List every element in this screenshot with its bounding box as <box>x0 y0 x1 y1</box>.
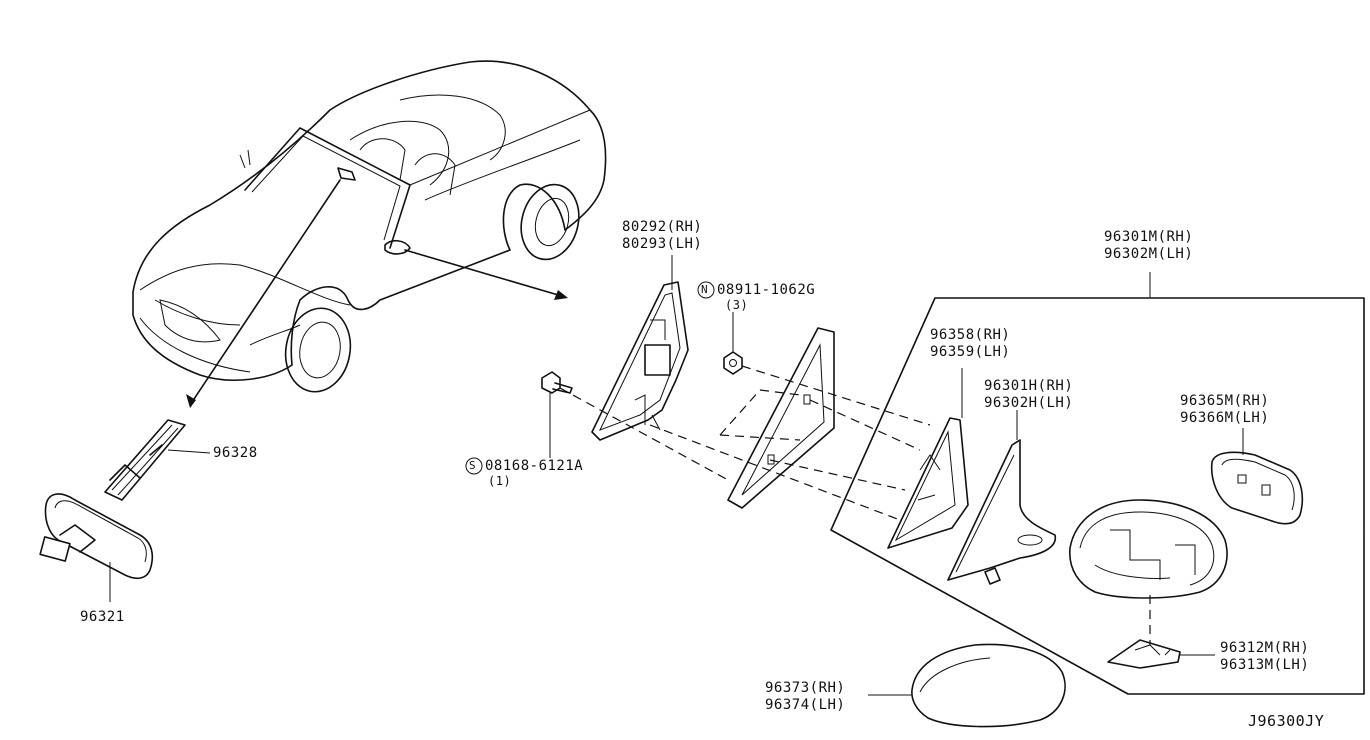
label-96365m-rh: 96365M(RH) <box>1180 393 1270 409</box>
label-96302m-lh: 96302M(LH) <box>1104 246 1194 262</box>
rearview-mirror-drawing <box>39 493 154 602</box>
label-96358-rh: 96358(RH) <box>930 327 1011 343</box>
label-80293-lh: 80293(LH) <box>622 236 703 252</box>
label-96374-lh: 96374(LH) <box>765 697 846 713</box>
label-screw-part: 08168-6121A <box>485 458 584 474</box>
mirror-cover-drawing <box>868 643 1066 728</box>
mirror-gasket-drawing <box>727 327 835 509</box>
label-96321: 96321 <box>80 609 125 625</box>
label-96301m-rh: 96301M(RH) <box>1104 229 1194 245</box>
label-96313m-lh: 96313M(LH) <box>1220 657 1310 673</box>
label-screw-qty: (1) <box>488 474 512 488</box>
label-nut-part: 08911-1062G <box>717 282 816 298</box>
label-96302h-lh: 96302H(LH) <box>984 395 1074 411</box>
screw-symbol: S <box>469 459 477 472</box>
mirror-bracket-drawing <box>104 419 211 501</box>
label-96359-lh: 96359(LH) <box>930 344 1011 360</box>
diagram-code: J96300JY <box>1248 712 1325 730</box>
mirror-body-drawing <box>947 410 1056 585</box>
mirror-assembly-box <box>830 272 1365 695</box>
label-96312m-rh: 96312M(RH) <box>1220 640 1310 656</box>
nut-symbol: N <box>701 283 709 296</box>
mirror-glass-drawing <box>1210 428 1304 525</box>
nut-symbol-circle <box>697 281 715 299</box>
corner-finisher-drawing <box>591 255 689 441</box>
callout-arrows <box>186 179 568 408</box>
mirror-housing-drawing <box>1069 499 1228 599</box>
assembly-dash-lines <box>559 365 1151 645</box>
label-96328: 96328 <box>213 445 258 461</box>
mirror-motor-drawing <box>1107 639 1215 669</box>
label-80292-rh: 80292(RH) <box>622 219 703 235</box>
car-illustration <box>132 60 607 393</box>
label-96366m-lh: 96366M(LH) <box>1180 410 1270 426</box>
nut-drawing <box>723 312 743 375</box>
screw-drawing <box>541 371 573 458</box>
mirror-base-drawing <box>887 368 969 549</box>
label-96301h-rh: 96301H(RH) <box>984 378 1074 394</box>
label-96373-rh: 96373(RH) <box>765 680 846 696</box>
label-nut-qty: (3) <box>725 298 749 312</box>
screw-symbol-circle <box>465 457 483 475</box>
